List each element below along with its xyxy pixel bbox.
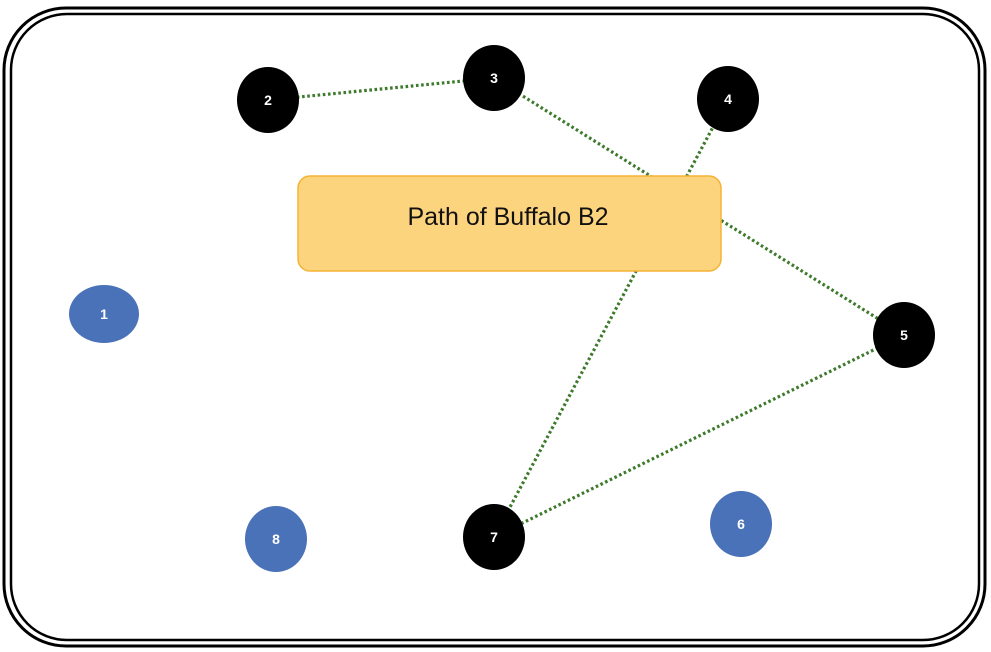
- frame-inner: [9, 12, 981, 642]
- node-4-circle: [697, 66, 759, 132]
- title-box: Path of Buffalo B2: [297, 175, 722, 272]
- node-4: 4: [697, 66, 759, 132]
- node-8-label: 8: [272, 531, 280, 547]
- node-5-circle: [873, 302, 935, 368]
- nodes: 1 2 3 4 5 6 7 8: [69, 45, 935, 572]
- frame-outer: [2, 6, 987, 648]
- node-3-label: 3: [490, 70, 498, 86]
- node-7: 7: [463, 504, 525, 570]
- node-1-circle: [69, 285, 139, 343]
- node-2-circle: [237, 67, 299, 133]
- node-6-circle: [710, 491, 772, 557]
- node-5-label: 5: [900, 327, 908, 343]
- path-edge-5-7: [519, 346, 879, 526]
- node-4-label: 4: [724, 91, 732, 107]
- path-edge-3-5: [517, 92, 881, 321]
- node-2: 2: [237, 67, 299, 133]
- node-6-label: 6: [737, 516, 745, 532]
- node-6: 6: [710, 491, 772, 557]
- path-edges: [296, 79, 881, 526]
- node-7-label: 7: [490, 529, 498, 545]
- node-8: 8: [245, 506, 307, 572]
- node-5: 5: [873, 302, 935, 368]
- node-1: 1: [69, 285, 139, 343]
- node-3: 3: [463, 45, 525, 111]
- node-7-circle: [463, 504, 525, 570]
- node-8-circle: [245, 506, 307, 572]
- title-box-background: [297, 175, 722, 272]
- node-1-label: 1: [100, 306, 108, 322]
- path-edge-2-3: [296, 79, 466, 99]
- node-3-circle: [463, 45, 525, 111]
- diagram-title: Path of Buffalo B2: [407, 203, 608, 231]
- node-2-label: 2: [264, 92, 272, 108]
